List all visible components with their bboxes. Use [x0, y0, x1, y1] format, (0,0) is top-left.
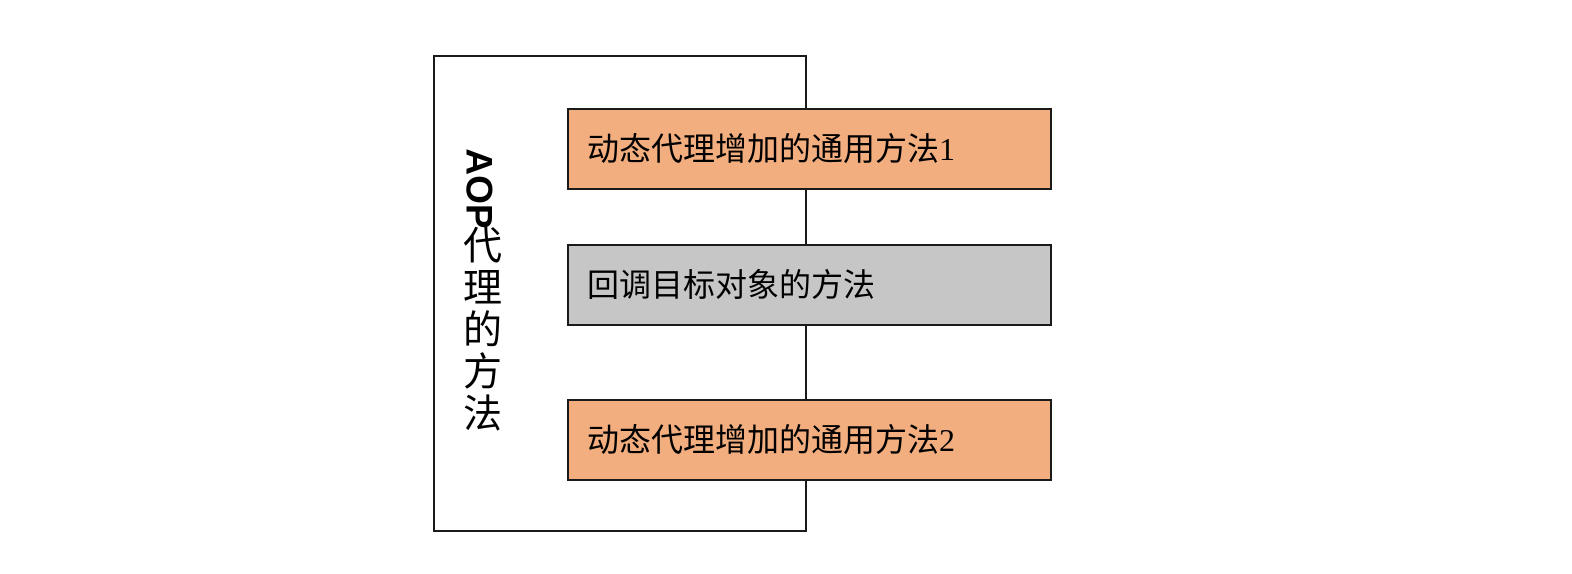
- process-box-label: 动态代理增加的通用方法1: [587, 131, 956, 167]
- process-box-label: 回调目标对象的方法: [587, 267, 876, 303]
- process-box-advice-before[interactable]: 动态代理增加的通用方法1: [567, 108, 1052, 190]
- process-box-label: 动态代理增加的通用方法2: [587, 422, 956, 458]
- aop-group-label-cjk: 代理的方法: [457, 225, 501, 435]
- process-box-advice-after[interactable]: 动态代理增加的通用方法2: [567, 399, 1052, 481]
- aop-group-label: AOP 代理的方法: [448, 55, 510, 532]
- process-box-target-invoke[interactable]: 回调目标对象的方法: [567, 244, 1052, 326]
- aop-group-label-latin: AOP: [458, 148, 500, 229]
